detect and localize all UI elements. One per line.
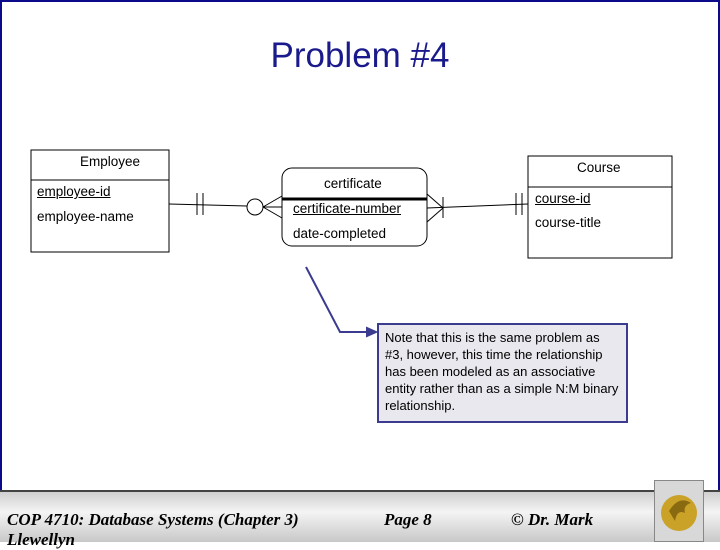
- footer-author-continued: Llewellyn: [7, 530, 75, 549]
- slide-title: Problem #4: [270, 36, 450, 75]
- optional-circle: [246, 198, 264, 216]
- course-entity-name: Course: [577, 160, 621, 175]
- pegasus-logo-icon: [661, 495, 697, 531]
- certificate-number-attribute: certificate-number: [293, 201, 402, 216]
- employee-id-attribute: employee-id: [37, 184, 111, 199]
- employee-entity-box: [30, 149, 170, 253]
- certificate-associative-entity-box: [281, 167, 428, 247]
- callout-arrow: [305, 266, 379, 338]
- employee-entity-name: Employee: [80, 154, 141, 169]
- university-logo: [654, 480, 704, 542]
- date-completed-attribute: date-completed: [293, 226, 387, 241]
- certificate-entity-name: certificate: [324, 176, 382, 191]
- footer-author: © Dr. Mark: [511, 510, 594, 529]
- employee-name-attribute: employee-name: [37, 209, 134, 224]
- footer-bar: COP 4710: Database Systems (Chapter 3) P…: [0, 490, 720, 549]
- er-diagram: [30, 149, 673, 338]
- note-callout: Note that this is the same problem as #3…: [377, 323, 628, 423]
- arrowhead-icon: [366, 326, 379, 338]
- footer-page: Page 8: [384, 510, 432, 529]
- course-title-attribute: course-title: [535, 215, 602, 230]
- course-id-attribute: course-id: [535, 191, 591, 206]
- footer-course: COP 4710: Database Systems (Chapter 3): [7, 510, 299, 529]
- course-entity-box: [527, 155, 673, 259]
- employee-certificate-relationship-line: [168, 193, 283, 219]
- certificate-course-relationship-line: [426, 193, 529, 223]
